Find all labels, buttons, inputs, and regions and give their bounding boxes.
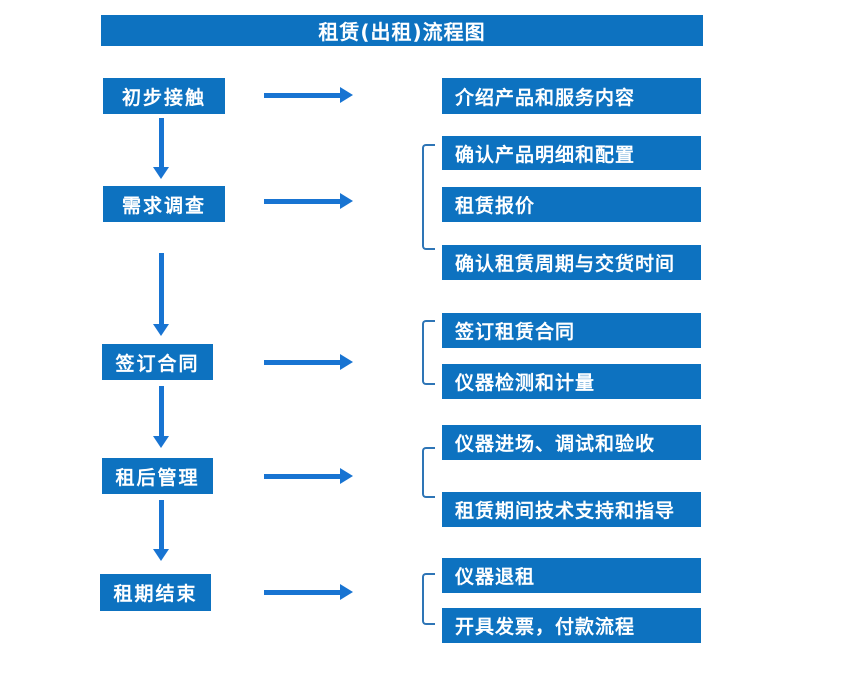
arrow-shaft xyxy=(159,253,164,326)
arrow-shaft xyxy=(159,386,164,438)
arrow-head xyxy=(153,549,169,561)
arrow-shaft xyxy=(264,474,342,479)
step-5-output-box: 开具发票，付款流程 xyxy=(442,608,701,643)
down-arrow-icon-4 xyxy=(153,500,169,561)
arrow-head xyxy=(153,324,169,336)
flowchart-title: 租赁(出租)流程图 xyxy=(101,15,703,46)
arrow-shaft xyxy=(159,118,164,169)
arrow-head xyxy=(340,468,353,484)
step-4-right-arrow-icon xyxy=(264,468,353,484)
arrow-shaft xyxy=(264,93,342,98)
arrow-shaft xyxy=(264,590,342,595)
arrow-shaft xyxy=(159,500,164,551)
step-4-output-box: 租赁期间技术支持和指导 xyxy=(442,492,701,527)
arrow-head xyxy=(340,354,353,370)
arrow-head xyxy=(340,584,353,600)
step-3-output-box: 仪器检测和计量 xyxy=(442,364,701,399)
step-3-right-arrow-icon xyxy=(264,354,353,370)
step-1-output-box: 介绍产品和服务内容 xyxy=(442,78,701,114)
arrow-shaft xyxy=(264,360,342,365)
step-2-right-arrow-icon xyxy=(264,193,353,209)
step-5-box: 租期结束 xyxy=(100,574,211,611)
step-4-box: 租后管理 xyxy=(102,458,213,494)
step-3-output-box: 签订租赁合同 xyxy=(442,313,701,348)
step-1-right-arrow-icon xyxy=(264,87,353,103)
arrow-head xyxy=(153,167,169,179)
arrow-shaft xyxy=(264,199,342,204)
arrow-head xyxy=(340,87,353,103)
step-5-right-arrow-icon xyxy=(264,584,353,600)
down-arrow-icon-1 xyxy=(153,118,169,179)
down-arrow-icon-3 xyxy=(153,386,169,448)
step-3-box: 签订合同 xyxy=(102,344,213,380)
down-arrow-icon-2 xyxy=(153,253,169,336)
step-1-box: 初步接触 xyxy=(103,78,225,114)
step-2-group-bracket xyxy=(422,144,435,250)
step-5-group-bracket xyxy=(422,573,435,625)
step-5-output-box: 仪器退租 xyxy=(442,558,701,593)
step-3-group-bracket xyxy=(422,320,435,385)
step-4-group-bracket xyxy=(422,447,435,498)
step-2-box: 需求调查 xyxy=(103,186,225,222)
step-2-output-box: 确认租赁周期与交货时间 xyxy=(442,245,701,280)
step-2-output-box: 租赁报价 xyxy=(442,187,701,222)
step-2-output-box: 确认产品明细和配置 xyxy=(442,136,701,170)
arrow-head xyxy=(340,193,353,209)
arrow-head xyxy=(153,436,169,448)
step-4-output-box: 仪器进场、调试和验收 xyxy=(442,425,701,460)
